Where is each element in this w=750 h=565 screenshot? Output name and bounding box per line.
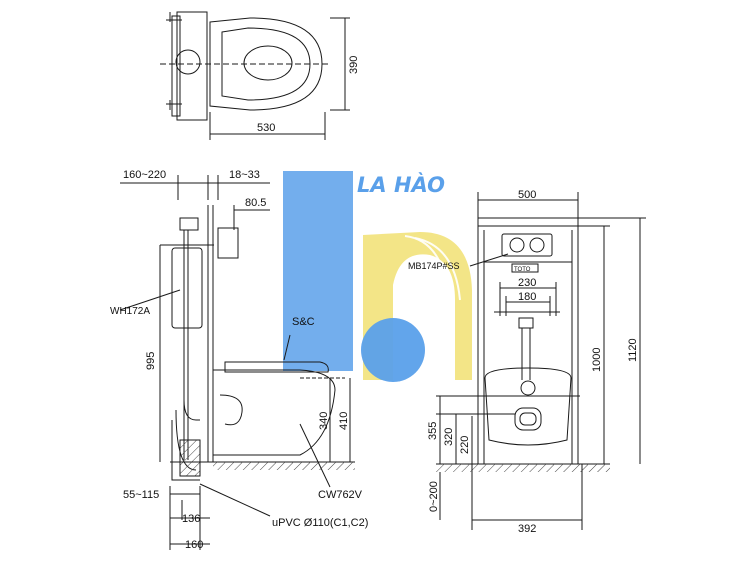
label-s-c: S&C (292, 316, 315, 328)
logo-text: LA HÀO (357, 172, 445, 197)
front-view (436, 192, 646, 530)
label-toto: TOTO (514, 267, 531, 273)
dim-160-220: 160~220 (123, 169, 166, 181)
dim-530: 530 (257, 122, 275, 134)
side-view (119, 175, 355, 550)
label-mb174p: MB174P#SS (408, 261, 460, 271)
dim-995: 995 (145, 352, 157, 370)
logo-blue-bar (283, 171, 353, 371)
dim-390: 390 (348, 56, 360, 74)
dim-1000: 1000 (591, 348, 603, 372)
label-wh172a: WH172A (110, 306, 150, 317)
dim-230: 230 (518, 277, 536, 289)
dim-18-33: 18~33 (229, 169, 260, 181)
logo-blue-circle (361, 318, 425, 382)
top-view (160, 11, 350, 140)
dim-320: 320 (443, 428, 455, 446)
dim-220: 220 (459, 436, 471, 454)
dim-55-115: 55~115 (123, 489, 159, 501)
logo: LA HÀO (283, 171, 472, 382)
dim-80-5: 80.5 (245, 197, 266, 209)
dim-136: 136 (182, 513, 200, 525)
dim-180: 180 (518, 291, 536, 303)
dim-340: 340 (318, 412, 330, 430)
dim-500: 500 (518, 189, 536, 201)
label-upvc: uPVC Ø110(C1,C2) (272, 517, 368, 529)
dim-355: 355 (427, 422, 439, 440)
dim-1120: 1120 (627, 338, 639, 362)
dim-410: 410 (338, 412, 350, 430)
dim-160: 160 (185, 539, 203, 551)
label-cw762v: CW762V (318, 489, 363, 501)
dim-392: 392 (518, 523, 536, 535)
dim-0-200: 0~200 (428, 481, 440, 512)
